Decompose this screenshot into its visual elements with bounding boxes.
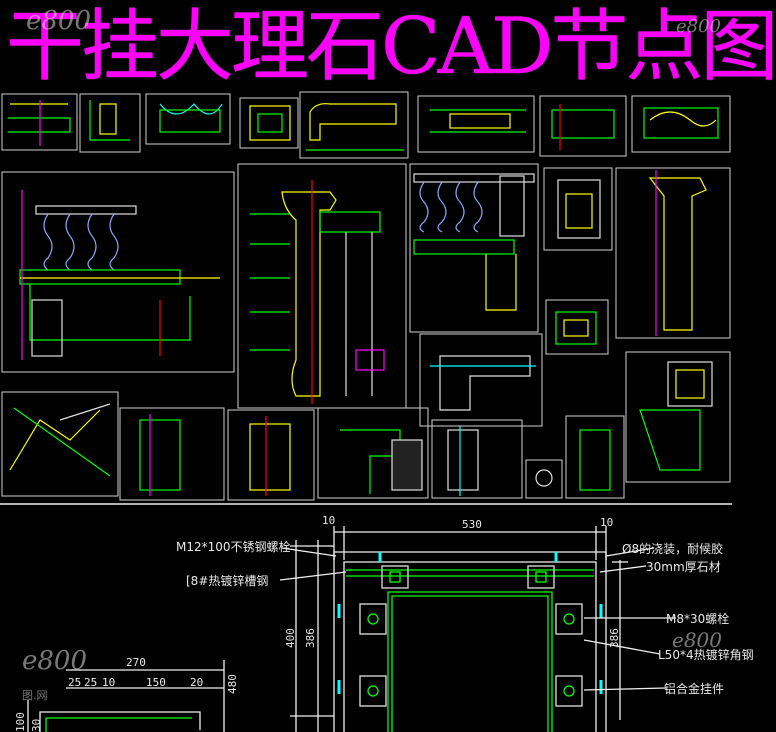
label-hanger: 铝合金挂件: [664, 682, 725, 696]
watermark-brand: e800: [22, 646, 88, 676]
dim-20: 20: [190, 676, 204, 689]
cad-thumbnail-sheet: [0, 91, 732, 732]
watermark-brand: e800: [672, 628, 723, 652]
dim-270: 270: [126, 656, 146, 669]
dim-10: 10: [102, 676, 116, 689]
page-title: 干挂大理石CAD节点图: [6, 2, 776, 92]
watermark-sub: 图.网: [22, 689, 48, 702]
watermark-bottom-left: e800 图.网: [22, 646, 87, 706]
watermark-top-right: e800: [676, 16, 721, 37]
dim-100: 100: [14, 712, 27, 732]
dim-top-width: 530: [462, 518, 482, 531]
label-screw: M8*30螺栓: [666, 612, 730, 626]
label-stone: 30mm厚石材: [646, 560, 721, 574]
dim-150: 150: [146, 676, 166, 689]
dim-v400: 400: [284, 628, 297, 648]
watermark-top-left: e800: [26, 6, 91, 36]
dim-v480: 480: [226, 674, 239, 694]
watermark-brand: e800: [26, 6, 92, 36]
dim-25a: 25: [68, 676, 82, 689]
dim-v386b: 386: [608, 628, 621, 648]
dim-25b: 25: [84, 676, 98, 689]
dim-30: 30: [30, 718, 43, 732]
label-pin-sealant: Ø8的浇装，耐候胶: [622, 542, 724, 556]
watermark-bottom-right: e800: [672, 628, 722, 652]
label-angle-steel: L50*4热镀锌角钢: [658, 648, 754, 662]
watermark-brand: e800: [676, 16, 722, 37]
dim-top-left: 10: [322, 514, 336, 527]
dim-top-right: 10: [600, 516, 614, 529]
label-steel-channel: [8#热镀锌槽钢: [186, 574, 269, 588]
label-bolt: M12*100不锈钢螺栓: [176, 540, 291, 554]
dim-v386a: 386: [304, 628, 317, 648]
